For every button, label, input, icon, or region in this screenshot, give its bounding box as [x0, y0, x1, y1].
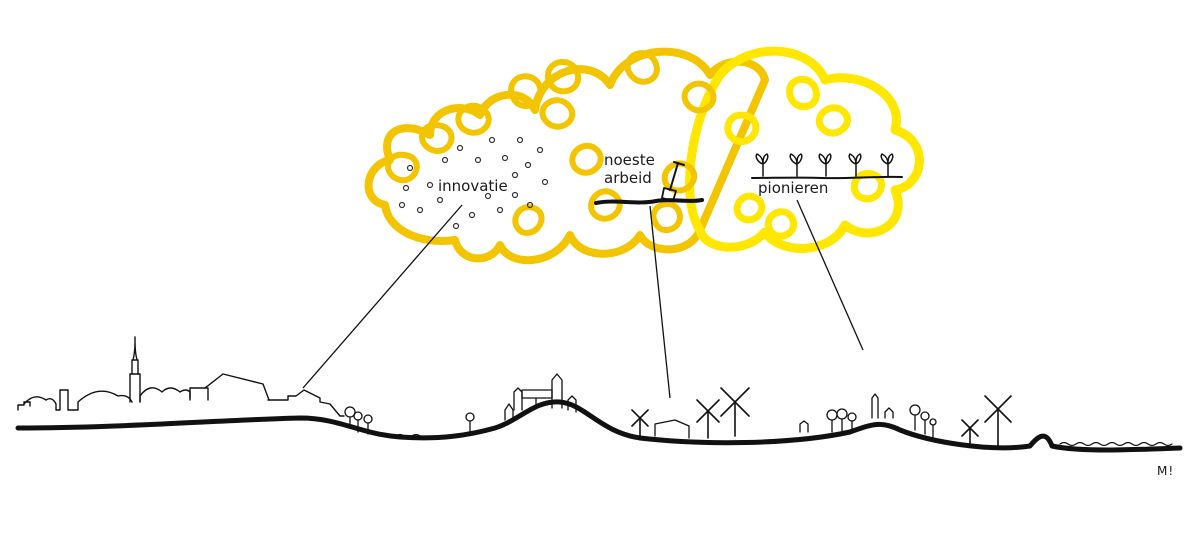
city-skyline: [17, 336, 345, 417]
connector-pionieren: [796, 199, 864, 351]
house-icon: [504, 373, 894, 439]
label-innovatie: innovatie: [438, 177, 508, 195]
water-icon: [379, 433, 1175, 452]
bubbles-icon: [398, 136, 549, 230]
connector-noeste-arbeid: [649, 205, 671, 399]
label-noeste-arbeid: noeste arbeid: [604, 151, 674, 187]
church-tower-icon: [131, 336, 139, 375]
label-noeste-line2: arbeid: [604, 169, 652, 187]
connector-lines: [302, 199, 864, 399]
thought-cloud: [364, 46, 924, 265]
seedling-icon: [751, 153, 903, 180]
shovel-icon: [594, 161, 704, 205]
label-noeste-line1: noeste: [604, 151, 655, 169]
ground-line: [15, 399, 1183, 453]
artist-signature: M!: [1157, 464, 1175, 478]
cloud-loops-bright: [724, 76, 885, 240]
label-pionieren: pionieren: [758, 179, 829, 197]
windmill-icon: [631, 387, 1012, 449]
tree-icon: [344, 404, 937, 439]
cloud-loops: [385, 50, 717, 236]
landscape: [15, 336, 1183, 453]
connector-innovatie: [302, 204, 463, 389]
cloud-outline-right: [685, 46, 924, 253]
